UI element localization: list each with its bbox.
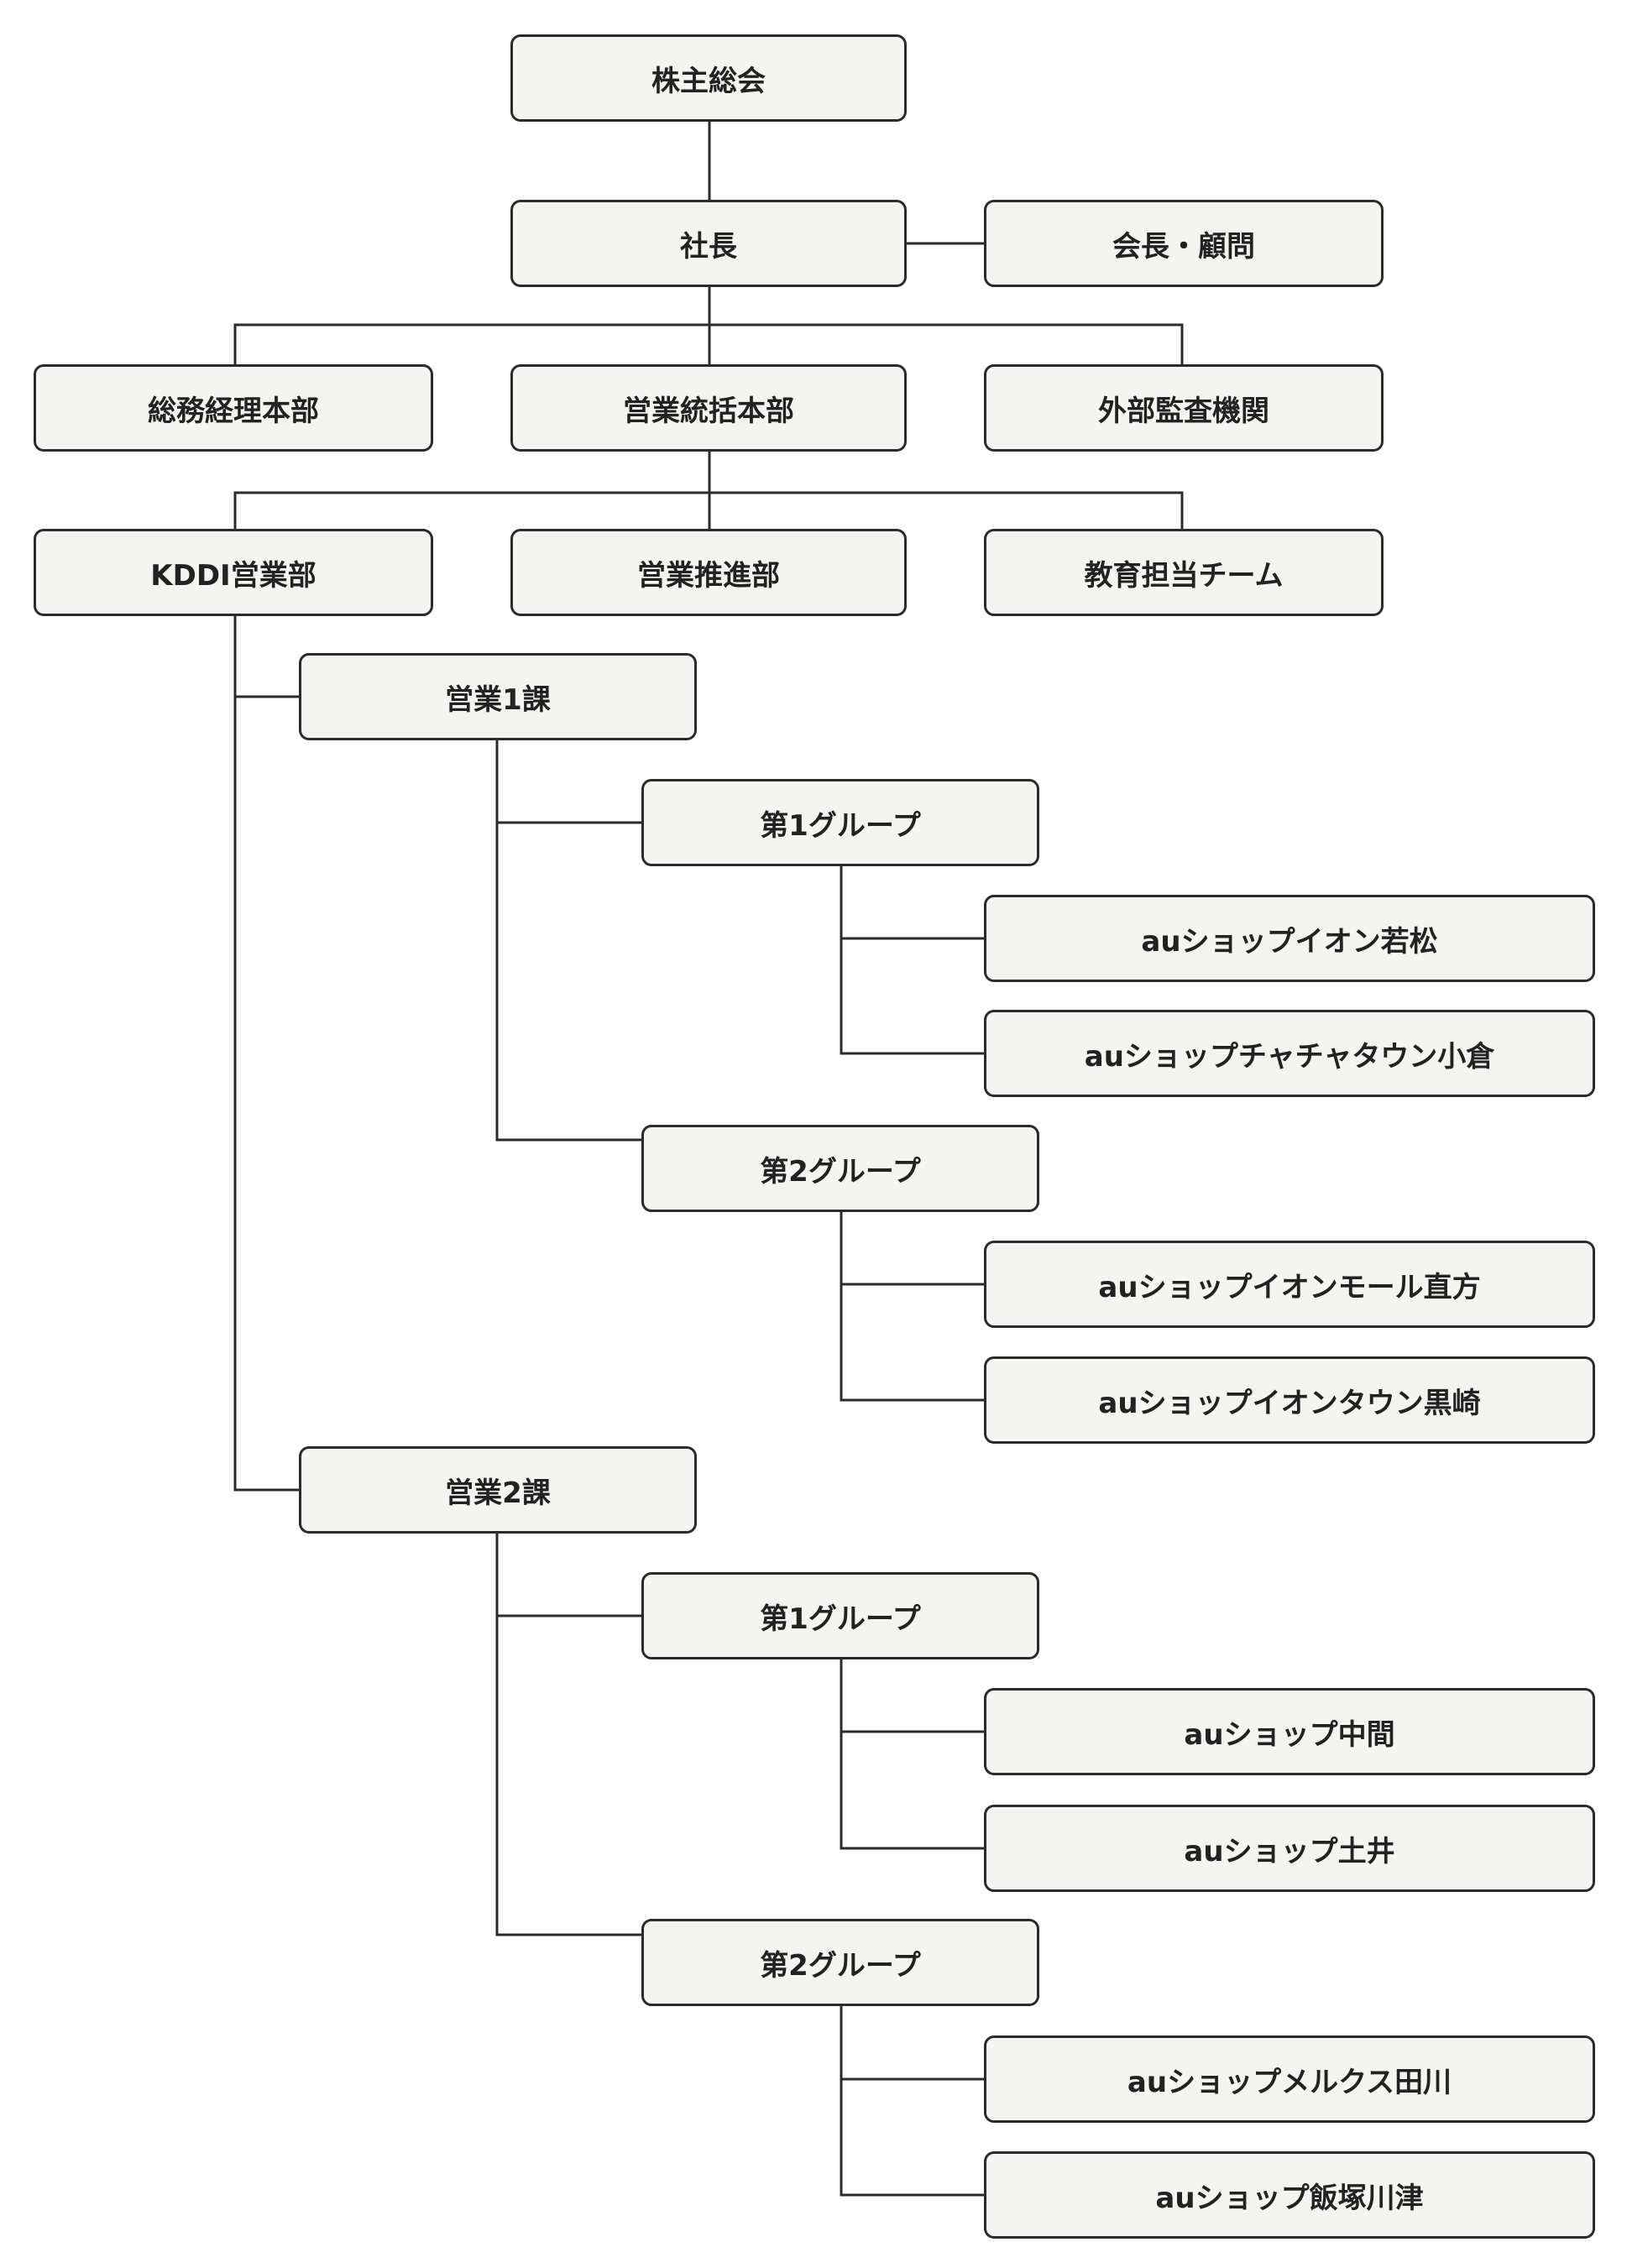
- node-chairman-advisor: 会長・顧問: [984, 200, 1384, 287]
- node-kddi-sales-dept: KDDI営業部: [34, 529, 433, 616]
- node-general-affairs-division: 総務経理本部: [34, 364, 433, 452]
- node-group: 第2グループ: [641, 1125, 1039, 1212]
- node-shop: auショップチャチャタウン小倉: [984, 1010, 1595, 1097]
- node-shop: auショップイオン若松: [984, 895, 1595, 982]
- node-group: 第1グループ: [641, 779, 1039, 866]
- node-sales-hq-division: 営業統括本部: [510, 364, 907, 452]
- node-president: 社長: [510, 200, 907, 287]
- node-group: 第2グループ: [641, 1919, 1039, 2006]
- node-shop: auショップメルクス田川: [984, 2035, 1595, 2123]
- node-shop: auショップ中間: [984, 1688, 1595, 1775]
- node-education-team: 教育担当チーム: [984, 529, 1384, 616]
- node-sales-section: 営業2課: [299, 1446, 697, 1534]
- node-sales-promotion-dept: 営業推進部: [510, 529, 907, 616]
- node-shop: auショップ飯塚川津: [984, 2151, 1595, 2239]
- node-shareholders-meeting: 株主総会: [510, 34, 907, 122]
- node-group: 第1グループ: [641, 1572, 1039, 1659]
- node-external-audit: 外部監査機関: [984, 364, 1384, 452]
- node-sales-section: 営業1課: [299, 653, 697, 740]
- node-shop: auショップイオンタウン黒崎: [984, 1356, 1595, 1444]
- node-shop: auショップイオンモール直方: [984, 1241, 1595, 1328]
- node-shop: auショップ土井: [984, 1805, 1595, 1892]
